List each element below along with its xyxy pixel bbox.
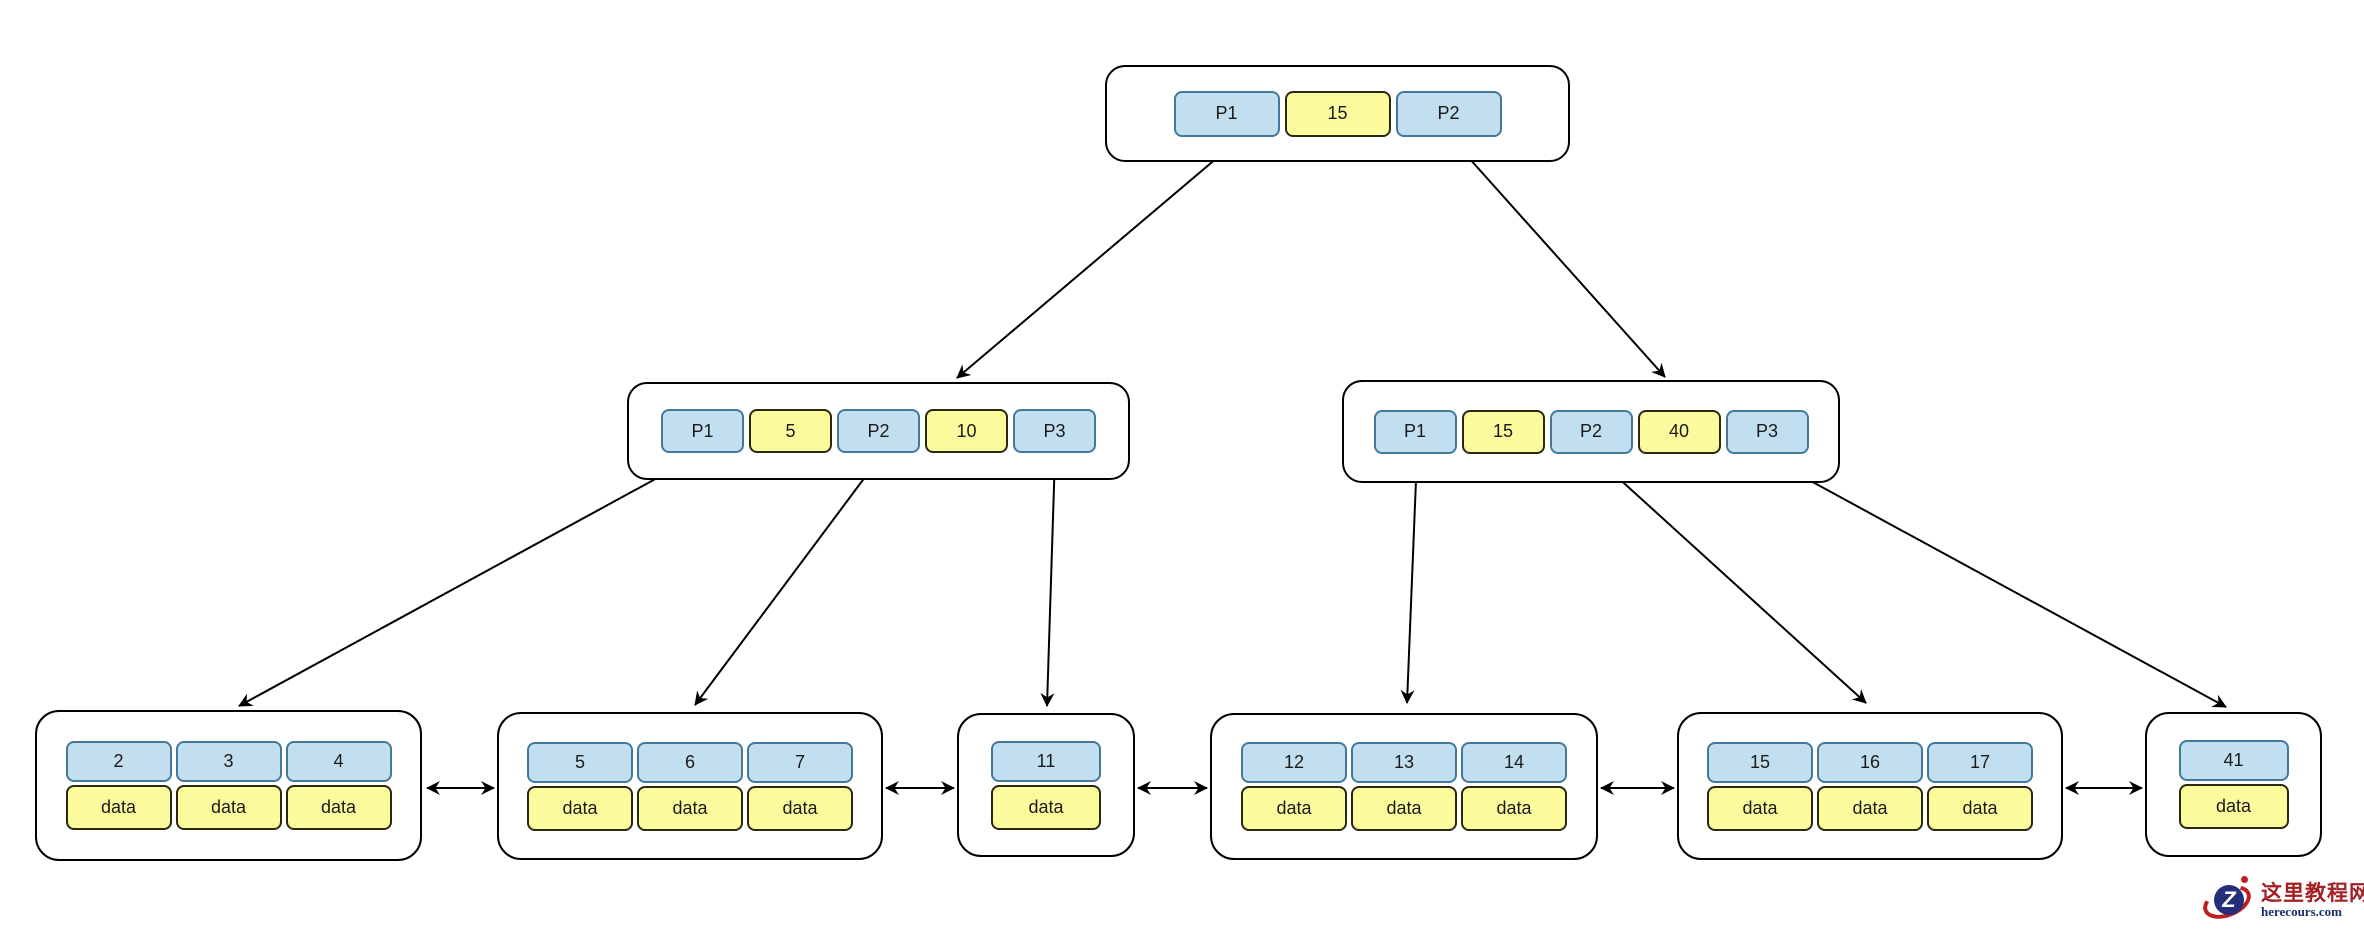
key-cell: 4	[285, 741, 392, 782]
site-logo: Z 这里教程网 herecours.com	[2198, 874, 2364, 928]
data-cell: data	[1241, 786, 1347, 831]
root-cells: P1 15 P2	[1173, 90, 1502, 137]
edge-left-p3	[1040, 454, 1056, 707]
pointer-cell: P1	[1373, 409, 1457, 454]
key-cell: 2	[65, 741, 172, 782]
key-cell: 11	[991, 740, 1101, 782]
key-cell: 6	[637, 741, 743, 783]
key-cell: 5	[527, 741, 633, 783]
site-name: 这里教程网	[2261, 882, 2364, 906]
key-cell: 15	[1461, 409, 1545, 454]
edge-left-p1	[238, 452, 704, 707]
data-cell: data	[747, 785, 853, 831]
leaf-node-41: 41 data	[2145, 712, 2322, 857]
logo-text: 这里教程网 herecours.com	[2261, 883, 2364, 919]
data-cell: data	[1351, 786, 1457, 831]
data-cell: data	[175, 785, 282, 830]
edge-root-p1	[956, 140, 1238, 379]
data-cell: data	[637, 785, 743, 831]
pointer-cell: P3	[1725, 409, 1809, 454]
data-cell: data	[1927, 785, 2033, 831]
logo-letter: Z	[2214, 885, 2244, 915]
key-cell: 41	[2178, 740, 2289, 781]
leaf-node-15-16-17: 15 16 17 data data data	[1677, 712, 2063, 860]
key-cell: 5	[749, 409, 832, 453]
data-cell: data	[1817, 785, 1923, 831]
key-cell: 14	[1461, 742, 1567, 783]
data-cell: data	[2178, 784, 2289, 829]
key-cell: 15	[1707, 741, 1813, 783]
edge-right-p1	[1400, 454, 1418, 704]
key-cell: 3	[175, 741, 282, 782]
logo-globe-icon: Z	[2198, 874, 2256, 928]
key-cell: 12	[1241, 742, 1347, 783]
pointer-cell: P1	[1173, 90, 1280, 137]
data-cell: data	[991, 784, 1101, 830]
key-cell: 17	[1927, 741, 2033, 783]
edge-right-p3	[1762, 454, 2227, 708]
edge-root-p2	[1451, 138, 1666, 378]
edge-left-p2	[694, 452, 884, 706]
leaf-node-12-13-14: 12 13 14 data data data	[1210, 713, 1598, 860]
pointer-cell: P1	[661, 409, 744, 453]
edge-right-p2	[1592, 454, 1867, 704]
pointer-cell: P3	[1013, 409, 1096, 453]
root-node: P1 15 P2	[1105, 65, 1570, 162]
key-cell: 15	[1284, 90, 1391, 137]
leaf-node-2-3-4: 2 3 4 data data data	[35, 710, 422, 861]
data-cell: data	[1461, 786, 1567, 831]
data-cell: data	[65, 785, 172, 830]
internal-node-left: P1 5 P2 10 P3	[627, 382, 1130, 480]
data-cell: data	[1707, 785, 1813, 831]
pointer-cell: P2	[1549, 409, 1633, 454]
pointer-cell: P2	[1395, 90, 1502, 137]
leaf-node-5-6-7: 5 6 7 data data data	[497, 712, 883, 860]
key-cell: 7	[747, 741, 853, 783]
leaf-node-11: 11 data	[957, 713, 1135, 857]
key-cell: 16	[1817, 741, 1923, 783]
internal-left-cells: P1 5 P2 10 P3	[661, 409, 1096, 453]
key-cell: 13	[1351, 742, 1457, 783]
data-cell: data	[285, 785, 392, 830]
data-cell: data	[527, 785, 633, 831]
pointer-cell: P2	[837, 409, 920, 453]
key-cell: 10	[925, 409, 1008, 453]
site-domain: herecours.com	[2261, 904, 2342, 920]
logo-dot-shape	[2241, 876, 2248, 883]
internal-node-right: P1 15 P2 40 P3	[1342, 380, 1840, 483]
internal-right-cells: P1 15 P2 40 P3	[1373, 409, 1809, 454]
key-cell: 40	[1637, 409, 1721, 454]
